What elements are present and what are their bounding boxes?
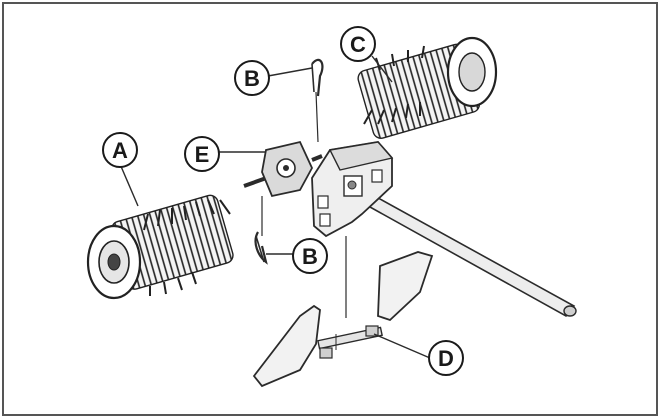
axle-hub — [243, 140, 323, 198]
base-guard — [252, 251, 434, 388]
retaining-pin-top — [311, 58, 324, 97]
callout-a: A — [102, 132, 138, 168]
callout-label-c: C — [350, 32, 366, 57]
callout-b-bottom: B — [292, 238, 328, 274]
spiked-roller-left — [86, 194, 234, 300]
leader-line-c — [371, 55, 393, 83]
leader-line-a — [119, 163, 139, 207]
callout-label-a: A — [112, 138, 128, 163]
alignment-line-pin-top — [315, 91, 319, 143]
handle-bracket — [311, 141, 394, 238]
callout-b-top: B — [234, 60, 270, 96]
callout-label-d: D — [438, 346, 454, 371]
callout-label-b-top: B — [244, 66, 260, 91]
callout-c: C — [340, 26, 376, 62]
leader-line-b-top — [267, 67, 313, 77]
callout-e: E — [184, 136, 220, 172]
callout-label-b-bottom: B — [302, 244, 318, 269]
spiked-roller-right — [357, 36, 498, 139]
retaining-pin-bottom — [254, 231, 268, 265]
callout-d: D — [428, 340, 464, 376]
callout-label-e: E — [195, 142, 210, 167]
leader-line-d — [373, 333, 431, 359]
